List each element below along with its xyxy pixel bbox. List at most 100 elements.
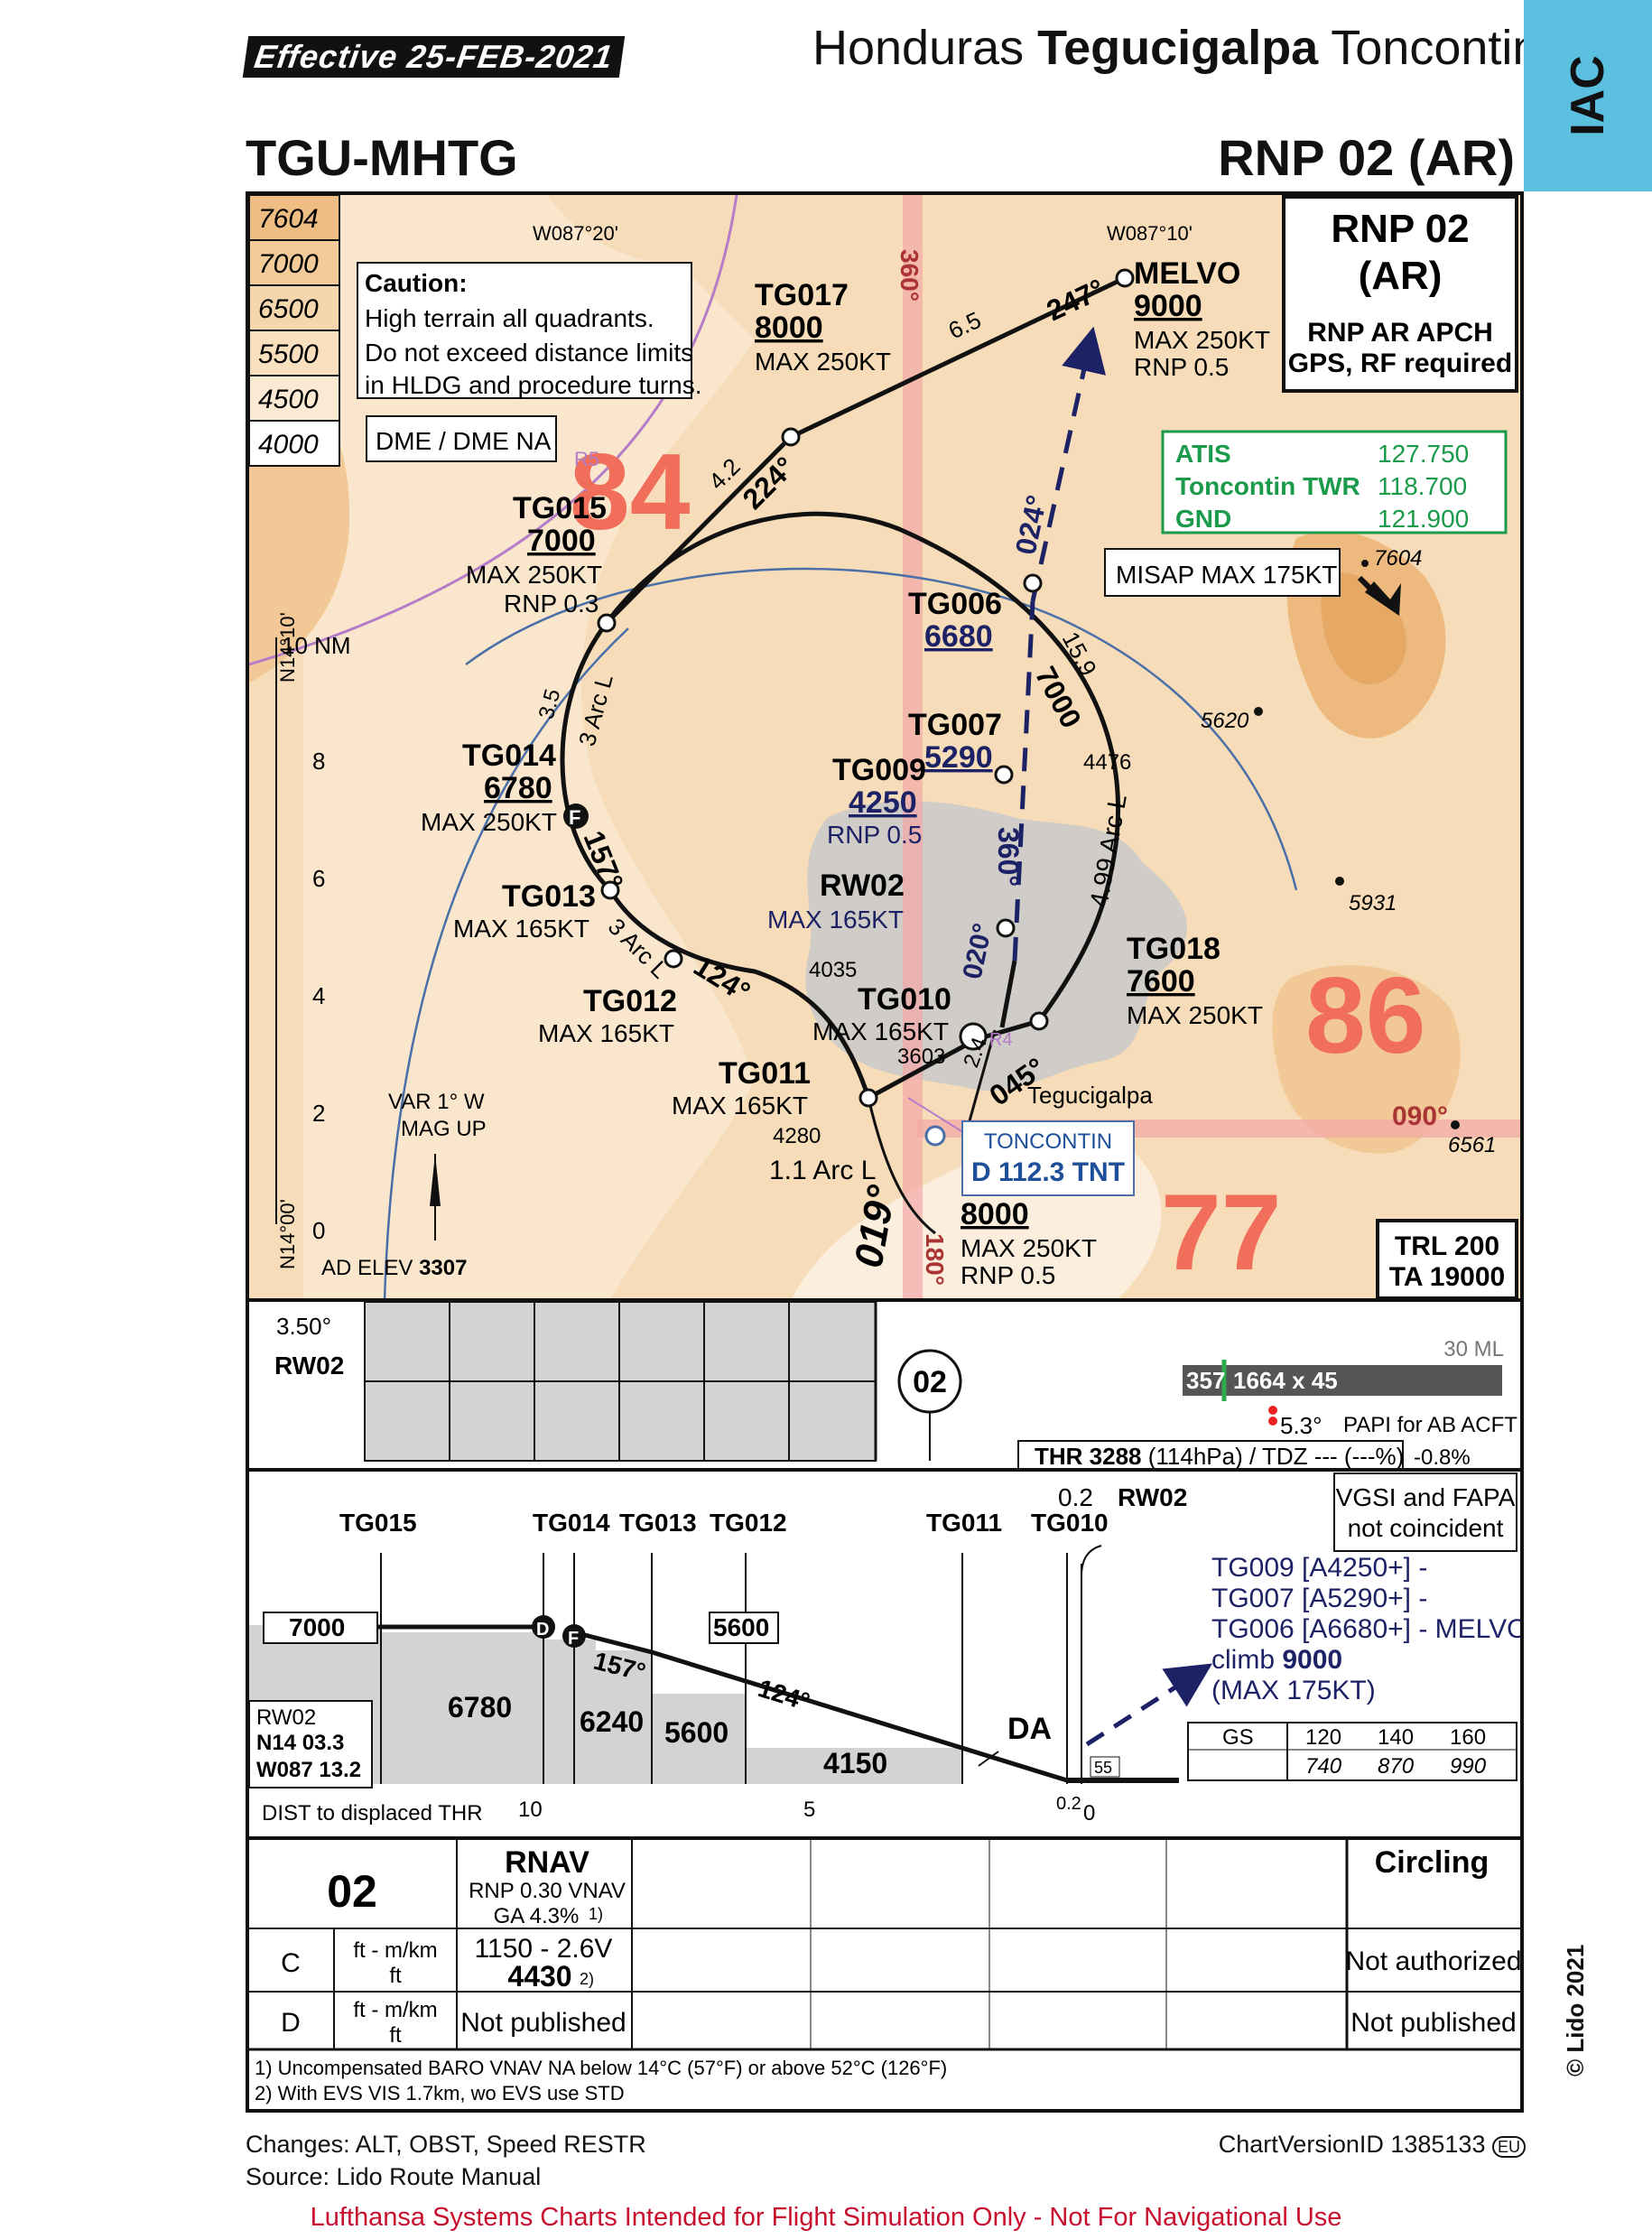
svg-text:6240: 6240 <box>580 1705 644 1738</box>
minima-table: 02 RNAV RNP 0.30 VNAV GA 4.3% 1) Circlin… <box>249 1838 1522 2104</box>
svg-text:8000: 8000 <box>961 1197 1029 1231</box>
city-label: Tegucigalpa <box>1027 1082 1153 1109</box>
svg-text:VGSI and FAPA: VGSI and FAPA <box>1336 1483 1516 1511</box>
svg-text:ft - m/km: ft - m/km <box>353 1938 437 1963</box>
svg-text:RW02: RW02 <box>820 869 905 903</box>
svg-text:5600: 5600 <box>713 1613 769 1641</box>
distance-scale: 10 NM 8 6 4 2 0 <box>275 632 351 1244</box>
svg-text:30 ML: 30 ML <box>1443 1337 1504 1361</box>
navaid-box[interactable]: TONCONTIN D 112.3 TNT <box>961 1120 1135 1196</box>
svg-text:GPS, RF required: GPS, RF required <box>1288 348 1512 378</box>
svg-text:4: 4 <box>312 982 325 1009</box>
svg-text:TG015: TG015 <box>513 491 607 525</box>
svg-text:MAX 250KT: MAX 250KT <box>961 1234 1097 1262</box>
svg-text:RW02: RW02 <box>256 1705 316 1730</box>
trl-box: TRL 200 TA 19000 <box>1376 1219 1518 1300</box>
svg-text:THR 3288 (114hPa) / TDZ --- (-: THR 3288 (114hPa) / TDZ --- (---%) <box>1035 1443 1404 1470</box>
mag-up: MAG UP <box>401 1117 487 1141</box>
svg-text:6780: 6780 <box>448 1691 512 1723</box>
svg-text:0.2: 0.2 <box>1056 1794 1081 1814</box>
svg-text:(AR): (AR) <box>1359 254 1443 298</box>
svg-text:8000: 8000 <box>755 311 823 345</box>
svg-text:F: F <box>569 806 580 829</box>
dme-na-note: DME / DME NA <box>376 427 552 455</box>
eu-badge: EU <box>1491 2136 1526 2158</box>
comms-box: ATIS 127.750 Toncontin TWR 118.700 GND 1… <box>1161 430 1508 534</box>
misap-speed: MISAP MAX 175KT <box>1116 561 1337 589</box>
svg-text:740: 740 <box>1305 1754 1342 1779</box>
svg-text:MAX 250KT: MAX 250KT <box>1134 326 1270 354</box>
svg-text:9000: 9000 <box>1134 289 1202 323</box>
svg-text:Not published: Not published <box>460 2008 626 2038</box>
svg-text:Toncontin TWR: Toncontin TWR <box>1175 472 1360 500</box>
svg-text:4476: 4476 <box>1083 750 1131 775</box>
svg-text:TG010: TG010 <box>858 982 951 1017</box>
svg-text:RNP 0.5: RNP 0.5 <box>827 821 922 849</box>
svg-text:10: 10 <box>518 1798 543 1822</box>
svg-text:Circling: Circling <box>1375 1845 1490 1880</box>
svg-text:Not published: Not published <box>1350 2008 1516 2038</box>
svg-text:ft: ft <box>389 2023 402 2048</box>
svg-text:TG011: TG011 <box>926 1509 1002 1537</box>
svg-text:4500: 4500 <box>258 385 319 414</box>
svg-text:TG015: TG015 <box>339 1509 417 1537</box>
svg-text:8: 8 <box>312 748 325 775</box>
svg-text:120: 120 <box>1305 1725 1341 1750</box>
gs-table: GS 120 140 160 740 870 990 <box>1187 1722 1517 1781</box>
svg-text:MAX 165KT: MAX 165KT <box>767 906 904 934</box>
copyright: © Lido 2021 <box>1562 1944 1589 2076</box>
svg-text:6500: 6500 <box>258 294 319 324</box>
svg-text:0.2: 0.2 <box>1058 1483 1093 1511</box>
svg-text:MAX 165KT: MAX 165KT <box>538 1019 674 1047</box>
svg-text:DIST to displaced THR: DIST to displaced THR <box>262 1801 483 1826</box>
svg-text:TG018: TG018 <box>1127 932 1220 966</box>
chart-version: ChartVersionID 1385133 EU <box>1219 2131 1526 2159</box>
ad-elev: AD ELEV 3307 <box>321 1256 467 1280</box>
fix-symbols: F <box>563 268 1135 1147</box>
procedure-title: RNP 02 (AR) <box>1218 129 1515 186</box>
svg-text:TG006: TG006 <box>908 587 1002 621</box>
runway-strip: 3.50° RW02 02 30 ML 357 1664 x 45 5.3° P… <box>249 1301 1520 1472</box>
svg-text:TG007 [A5290+] -: TG007 [A5290+] - <box>1211 1584 1427 1613</box>
svg-text:7604: 7604 <box>258 204 319 234</box>
svg-text:TA 19000: TA 19000 <box>1389 1262 1505 1292</box>
svg-text:MAX 165KT: MAX 165KT <box>672 1092 808 1120</box>
svg-text:0: 0 <box>1083 1801 1095 1826</box>
svg-text:TG012: TG012 <box>583 984 677 1018</box>
svg-text:RNP AR APCH: RNP AR APCH <box>1307 318 1493 348</box>
svg-text:C: C <box>281 1948 301 1978</box>
svg-text:3603: 3603 <box>897 1045 945 1069</box>
svg-text:121.900: 121.900 <box>1378 505 1469 533</box>
svg-text:1) Uncompensated BARO VNAV NA: 1) Uncompensated BARO VNAV NA below 14°C… <box>255 2057 947 2079</box>
lon-w08720: W087°20' <box>533 222 618 245</box>
svg-text:MAX 165KT: MAX 165KT <box>453 915 589 943</box>
svg-text:TG009: TG009 <box>832 753 926 787</box>
svg-text:118.700: 118.700 <box>1378 472 1467 500</box>
svg-text:1150 - 2.6V: 1150 - 2.6V <box>475 1934 613 1964</box>
svg-text:5600: 5600 <box>664 1716 729 1749</box>
svg-text:2) With EVS VIS 1.7km, wo EVS: 2) With EVS VIS 1.7km, wo EVS use STD <box>255 2082 625 2104</box>
svg-text:1664 x 45: 1664 x 45 <box>1233 1367 1338 1394</box>
svg-text:990: 990 <box>1450 1754 1487 1779</box>
svg-text:RNP 0.3: RNP 0.3 <box>504 590 599 618</box>
svg-text:MAX 250KT: MAX 250KT <box>466 561 602 589</box>
svg-text:5290: 5290 <box>924 740 993 775</box>
missed-approach-text: TG009 [A4250+] - TG007 [A5290+] - TG006 … <box>1211 1553 1527 1705</box>
iac-tab[interactable]: IAC <box>1524 0 1652 191</box>
svg-text:TONCONTIN: TONCONTIN <box>984 1129 1112 1154</box>
svg-text:10 NM: 10 NM <box>282 632 351 659</box>
svg-text:TG013: TG013 <box>502 879 596 914</box>
svg-text:0: 0 <box>312 1217 325 1244</box>
svg-text:not coincident: not coincident <box>1348 1514 1504 1542</box>
svg-text:RW02: RW02 <box>274 1352 344 1380</box>
svg-text:TG007: TG007 <box>908 708 1002 742</box>
svg-text:DA: DA <box>1007 1712 1052 1746</box>
svg-text:Not authorized: Not authorized <box>1345 1946 1520 1976</box>
lat-n1400: N14°00' <box>276 1199 299 1269</box>
svg-text:D: D <box>281 2008 301 2038</box>
caution-box: Caution: High terrain all quadrants. Do … <box>357 262 702 399</box>
svg-text:MELVO: MELVO <box>1134 256 1240 291</box>
svg-text:MAX 250KT: MAX 250KT <box>1127 1001 1263 1029</box>
svg-text:160: 160 <box>1450 1725 1486 1750</box>
svg-text:TG006 [A6680+] - MELVO: TG006 [A6680+] - MELVO <box>1211 1614 1520 1644</box>
